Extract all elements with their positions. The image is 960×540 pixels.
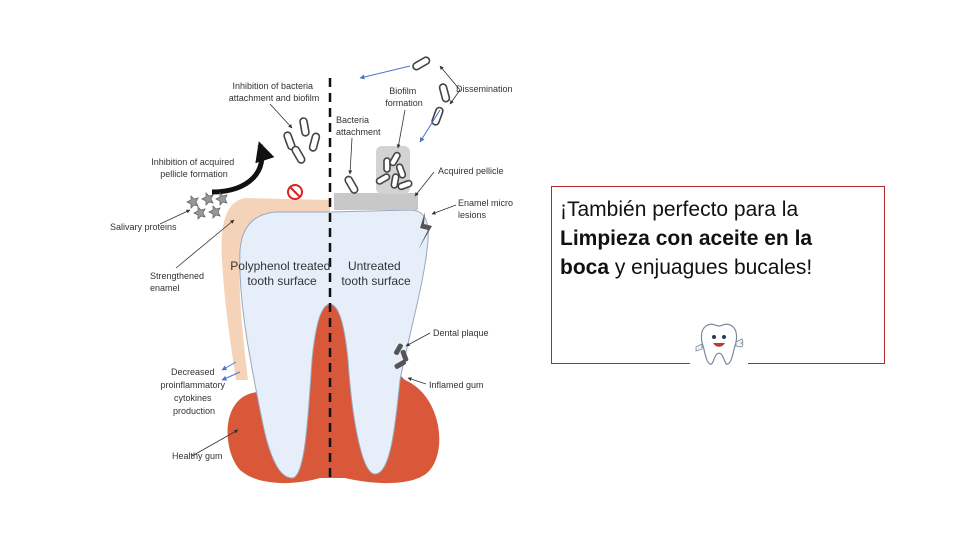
label-bacteria-attachment: Bacteria attachment bbox=[336, 115, 381, 137]
callout-rest: y enjuagues bucales! bbox=[609, 256, 813, 279]
label-enamel-micro-lesions: Enamel micro lesions bbox=[458, 198, 516, 220]
no-symbol-icon bbox=[287, 184, 303, 200]
curved-arrow bbox=[211, 141, 275, 195]
callout-box: ¡También perfecto para la Limpieza con ac… bbox=[551, 186, 885, 364]
label-biofilm-formation: Biofilm formation bbox=[385, 86, 423, 108]
label-inhibition-pellicle: Inhibition of acquired pellicle formatio… bbox=[151, 157, 237, 179]
salivary-proteins-cluster bbox=[186, 192, 228, 220]
leader-lines bbox=[159, 65, 461, 457]
label-dental-plaque: Dental plaque bbox=[433, 328, 489, 338]
blue-arrows bbox=[221, 65, 441, 381]
label-inhibition-bacteria: Inhibition of bacteria attachment and bi… bbox=[229, 81, 320, 103]
dental-plaque-cluster bbox=[394, 343, 409, 369]
callout-bold1: Limpieza con aceite en la bbox=[560, 227, 813, 250]
callout-bold2: boca bbox=[560, 256, 610, 279]
label-healthy-gum: Healthy gum bbox=[172, 451, 223, 461]
label-untreated-surface: Untreated tooth surface bbox=[341, 259, 411, 288]
bacteria-right bbox=[344, 56, 451, 194]
label-salivary-proteins: Salivary proteins bbox=[110, 222, 177, 232]
label-dissemination: Dissemination bbox=[456, 84, 513, 94]
callout-line1: ¡También perfecto para la bbox=[560, 198, 799, 221]
label-acquired-pellicle: Acquired pellicle bbox=[438, 166, 504, 176]
bacteria-left bbox=[283, 117, 321, 164]
strengthened-enamel-layer bbox=[221, 198, 330, 380]
label-strengthened-enamel: Strengthened enamel bbox=[150, 271, 207, 293]
acquired-pellicle-layer bbox=[334, 193, 418, 210]
tooth-thumbs-up-icon bbox=[690, 320, 748, 370]
callout-text: ¡También perfecto para la Limpieza con ac… bbox=[560, 195, 878, 282]
label-polyphenol-surface: Polyphenol treated tooth surface bbox=[230, 259, 333, 288]
label-inflamed-gum: Inflamed gum bbox=[429, 380, 484, 390]
label-decreased-cytokines: Decreased proinflammatory cytokines prod… bbox=[160, 367, 227, 416]
